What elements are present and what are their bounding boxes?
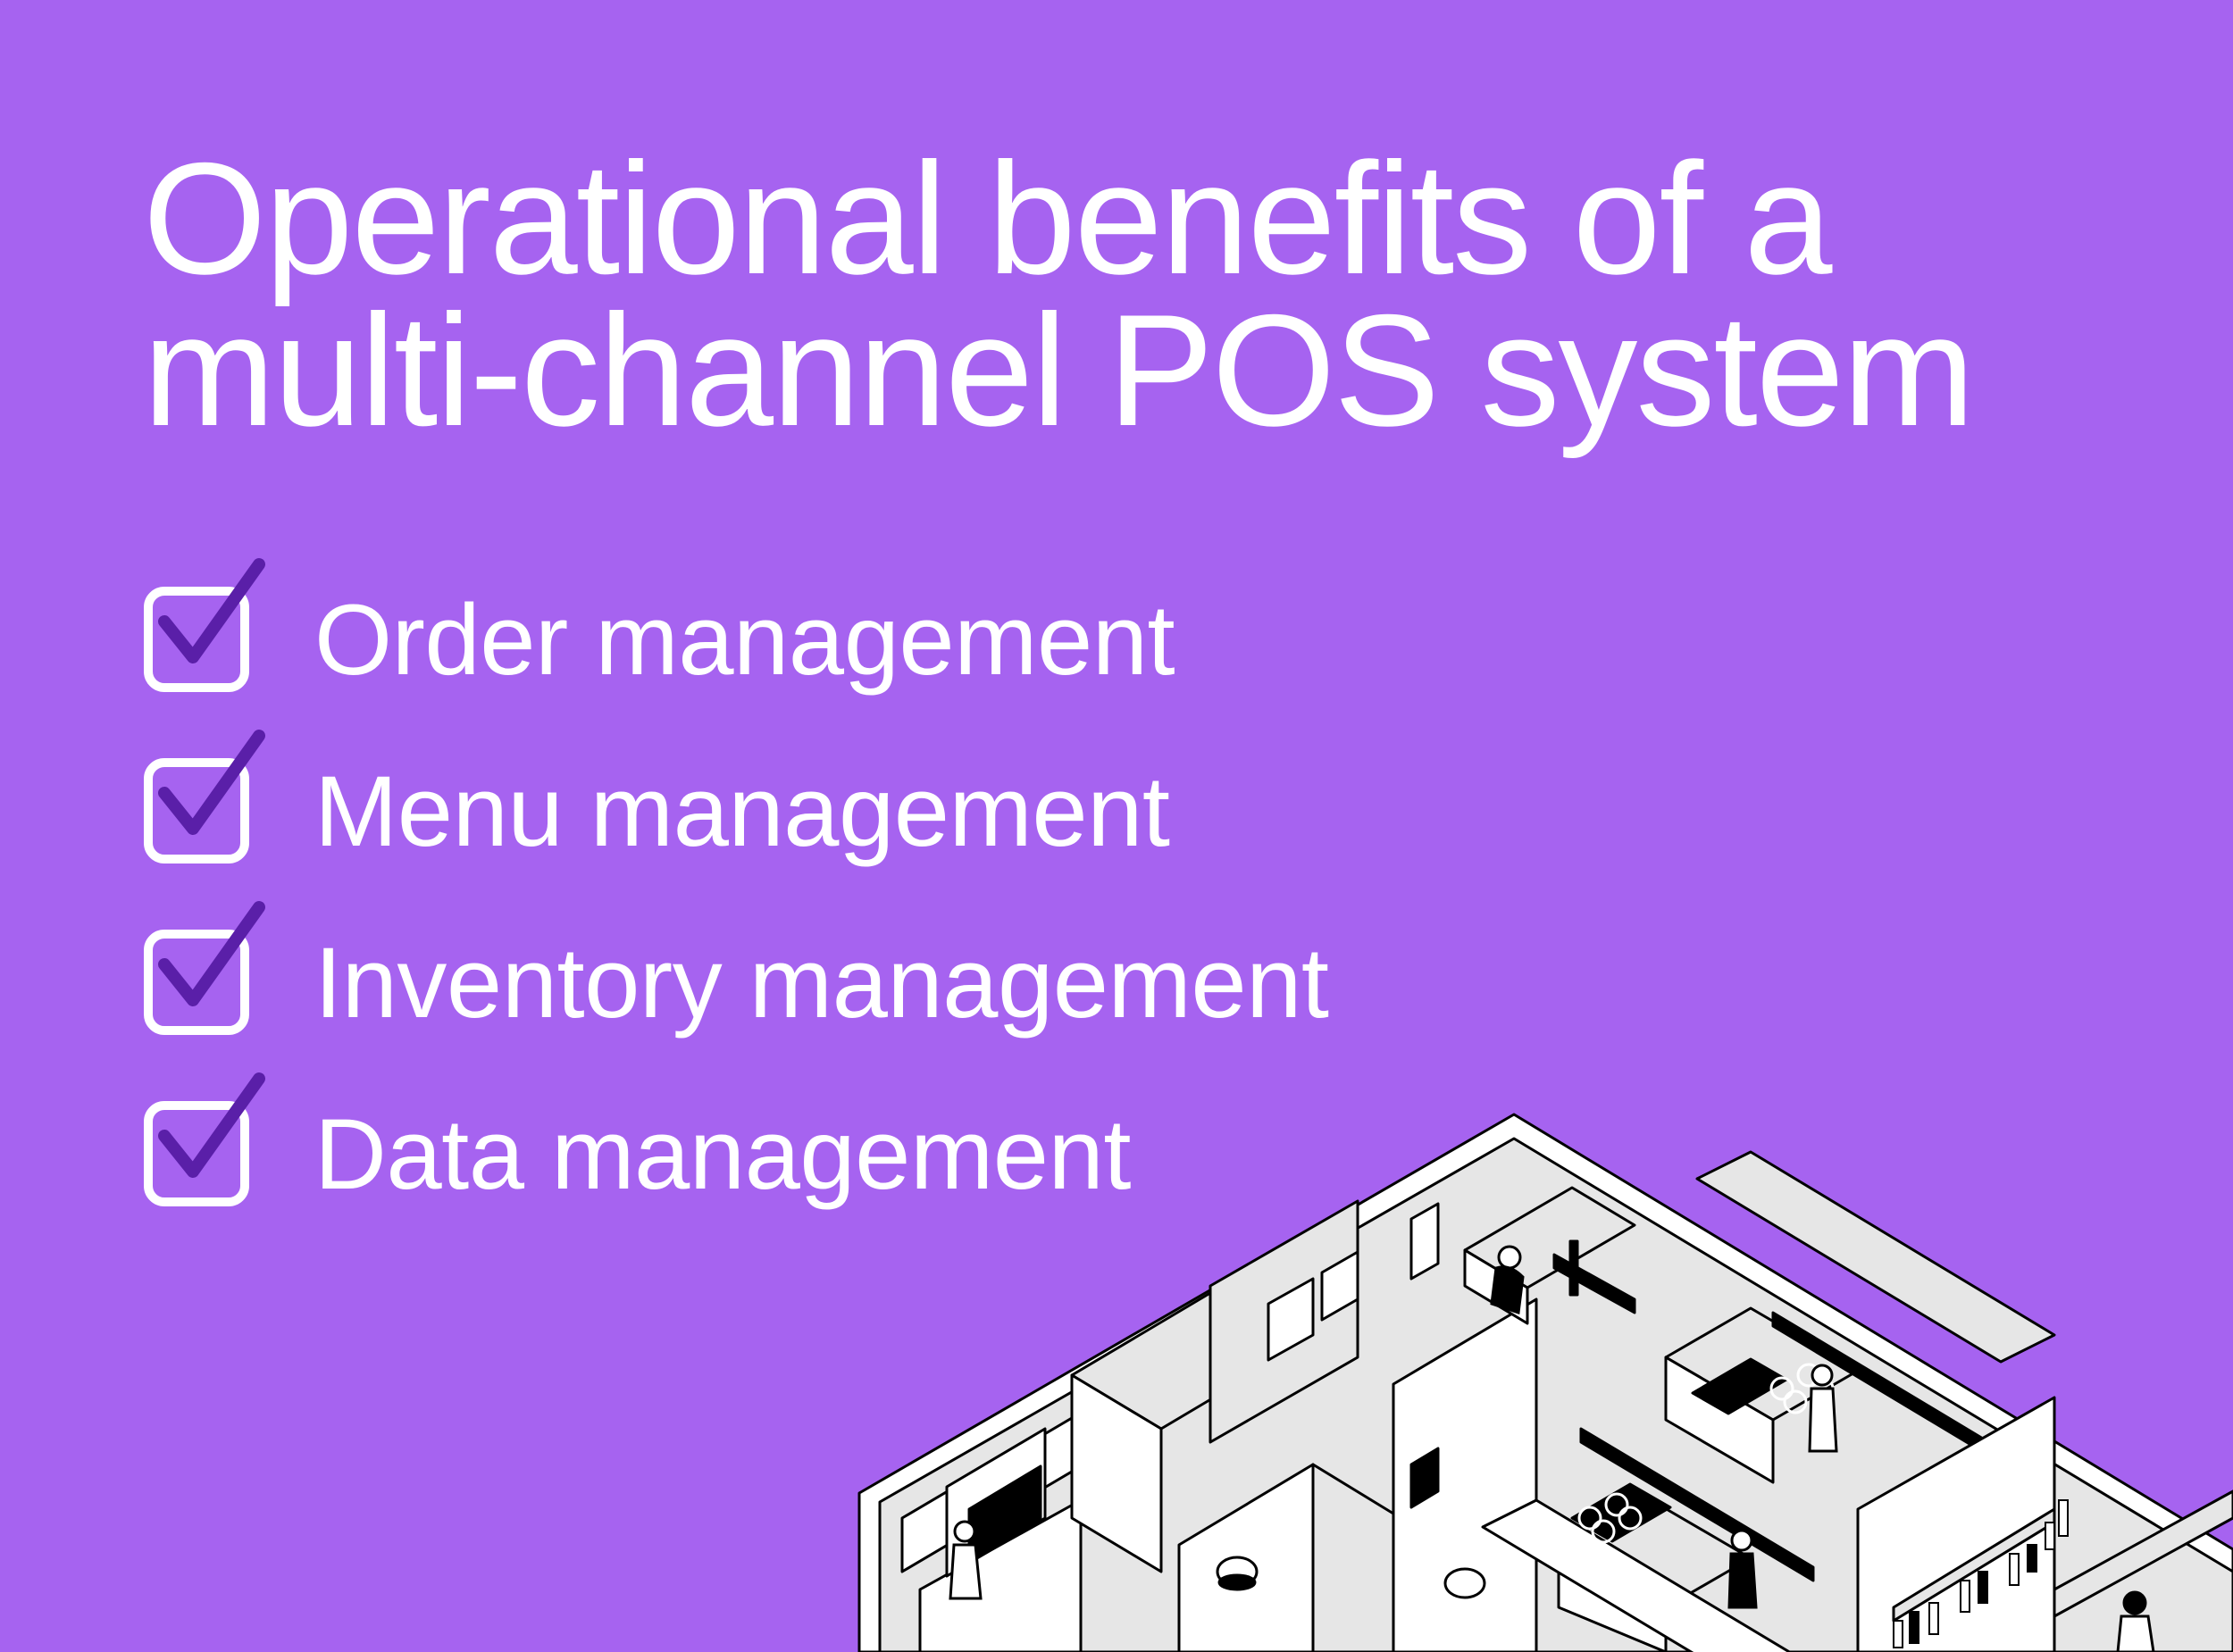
- checklist-item-inventory: Inventory management: [143, 897, 1329, 1068]
- title-line-1: Operational benefits of a: [143, 129, 1833, 307]
- checkbox-checked-icon: [143, 730, 265, 864]
- checklist-label: Data management: [314, 1097, 1131, 1210]
- checkbox-checked-icon: [143, 558, 265, 693]
- benefits-checklist: Order management Menu management Invento…: [143, 554, 1329, 1239]
- page-title: Operational benefits of a multi-channel …: [143, 129, 1975, 459]
- checklist-item-data: Data management: [143, 1068, 1329, 1239]
- checklist-label: Inventory management: [314, 926, 1329, 1039]
- checklist-label: Menu management: [314, 755, 1170, 867]
- checkbox-checked-icon: [143, 1072, 265, 1207]
- checklist-item-order: Order management: [143, 554, 1329, 725]
- checkbox-checked-icon: [143, 901, 265, 1036]
- title-line-2: multi-channel POS system: [143, 281, 1975, 459]
- checklist-label: Order management: [314, 583, 1175, 696]
- checklist-item-menu: Menu management: [143, 725, 1329, 897]
